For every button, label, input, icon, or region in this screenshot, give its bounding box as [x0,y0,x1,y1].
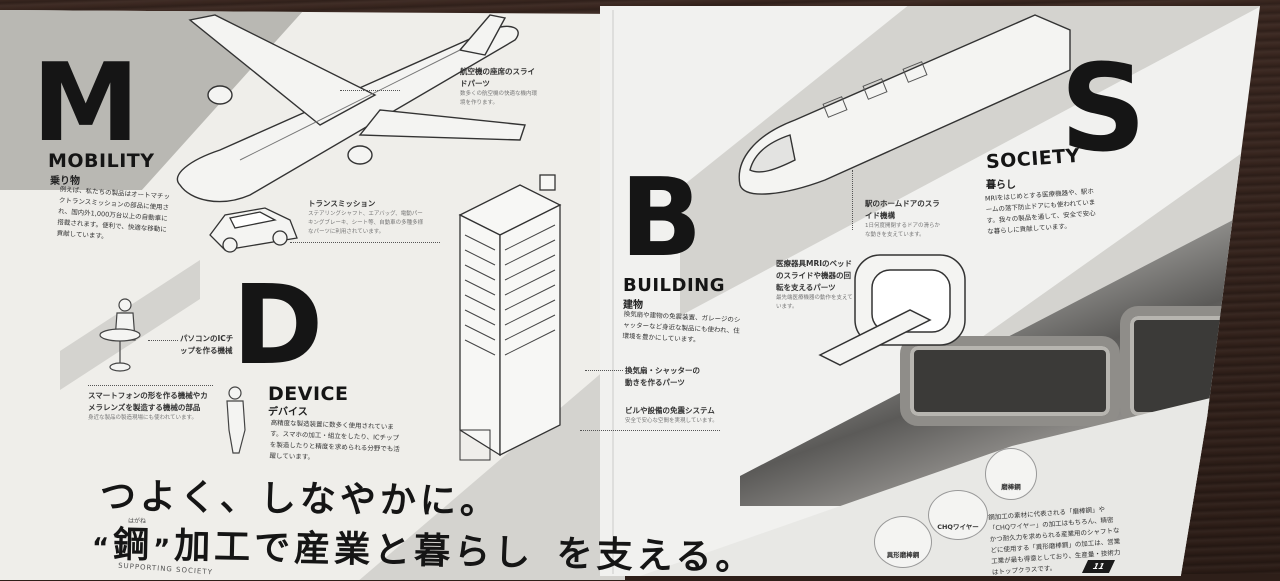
ventilation-shutter-label: 換気扇・シャッターの動きを作るパーツ [625,366,700,387]
mobility-body: 例えば、私たちの製品はオートマチックトランスミッションの部品に使用され、国内外1… [56,185,171,241]
mobility-title: MOBILITY [48,150,155,172]
building-title: BUILDING [623,275,725,296]
steel-kanji: 鋼 [112,524,154,567]
steel-bar-profile-1 [900,336,1120,426]
person-at-desk-illustration [99,298,141,372]
ic-chip-machine-label: パソコンのICチップを作る機械 [180,334,234,355]
airplane-illustration [176,14,526,203]
page-fold [612,10,614,574]
car-illustration [209,207,298,253]
leader-line [148,340,178,341]
material-badge-chq-wire: CHQワイヤー [928,490,988,540]
leader-line [290,242,440,243]
airplane-seat-label: 航空機の座席のスライドパーツ 数多くの航空機の快適な機内環境を作ります。 [460,67,538,106]
building-illustration [458,174,562,461]
device-subtitle: デバイス [268,407,308,418]
headline-line2-end: を支える。 [556,533,756,579]
device-title: DEVICE [268,383,349,405]
smartphone-machine-label: スマートフォンの形を作る機械やカメラレンズを製造する機械の部品 身近な製品の製造… [88,391,208,421]
mobility-subtitle: 乗り物 [50,176,80,187]
society-body: MRIをはじめとする医療機器や、駅ホームの落下防止ドアにも使われています。我々の… [984,187,1096,236]
mri-parts-label: 医療器具MRIのベッドのスライドや機器の回転を支えるパーツ 最先端医療機器の動作… [776,259,853,310]
material-badge-profiled-steel: 異形磨棒鋼 [874,516,932,568]
society-subtitle: 暮らし [986,180,1016,191]
quote-open: “ [91,533,114,564]
building-letter: B [620,156,703,281]
transmission-label: トランスミッション ステアリングシャフト、エアバッグ、電動パーキングブレーキ、シ… [308,199,424,235]
mobility-letter: M [32,41,140,166]
quote-close: ” [152,534,175,565]
device-body: 高精度な製造装置に数多く使用されています。スマホの加工・組立をしたり、ICチップ… [269,418,400,462]
leader-line [852,170,853,230]
material-badge-polished-steel: 磨棒鋼 [985,448,1037,500]
leader-line [580,430,720,431]
person-with-phone-illustration [226,386,246,454]
leader-line [340,90,400,91]
building-subtitle: 建物 [623,300,643,311]
leader-line [88,385,213,386]
society-letter: S [1060,40,1147,179]
steel-ruby: はがね [128,518,147,525]
device-letter: D [232,261,324,389]
headline-line2-rest: 加工で産業と暮らし [173,525,535,575]
seismic-isolation-label: ビルや設備の免震システム 安全で安心な空間を実現しています。 [625,406,718,424]
platform-door-label: 駅のホームドアのスライド機構 1日何度開閉するドアの滑らかな動きを支えています。 [865,199,941,238]
building-body: 換気扇や建物の免震装置、ガレージのシャッターなど身近な製品にも使われ、住環境を豊… [622,309,741,344]
leader-line [585,370,623,371]
mri-illustration [818,254,966,366]
train-illustration [738,14,1071,195]
